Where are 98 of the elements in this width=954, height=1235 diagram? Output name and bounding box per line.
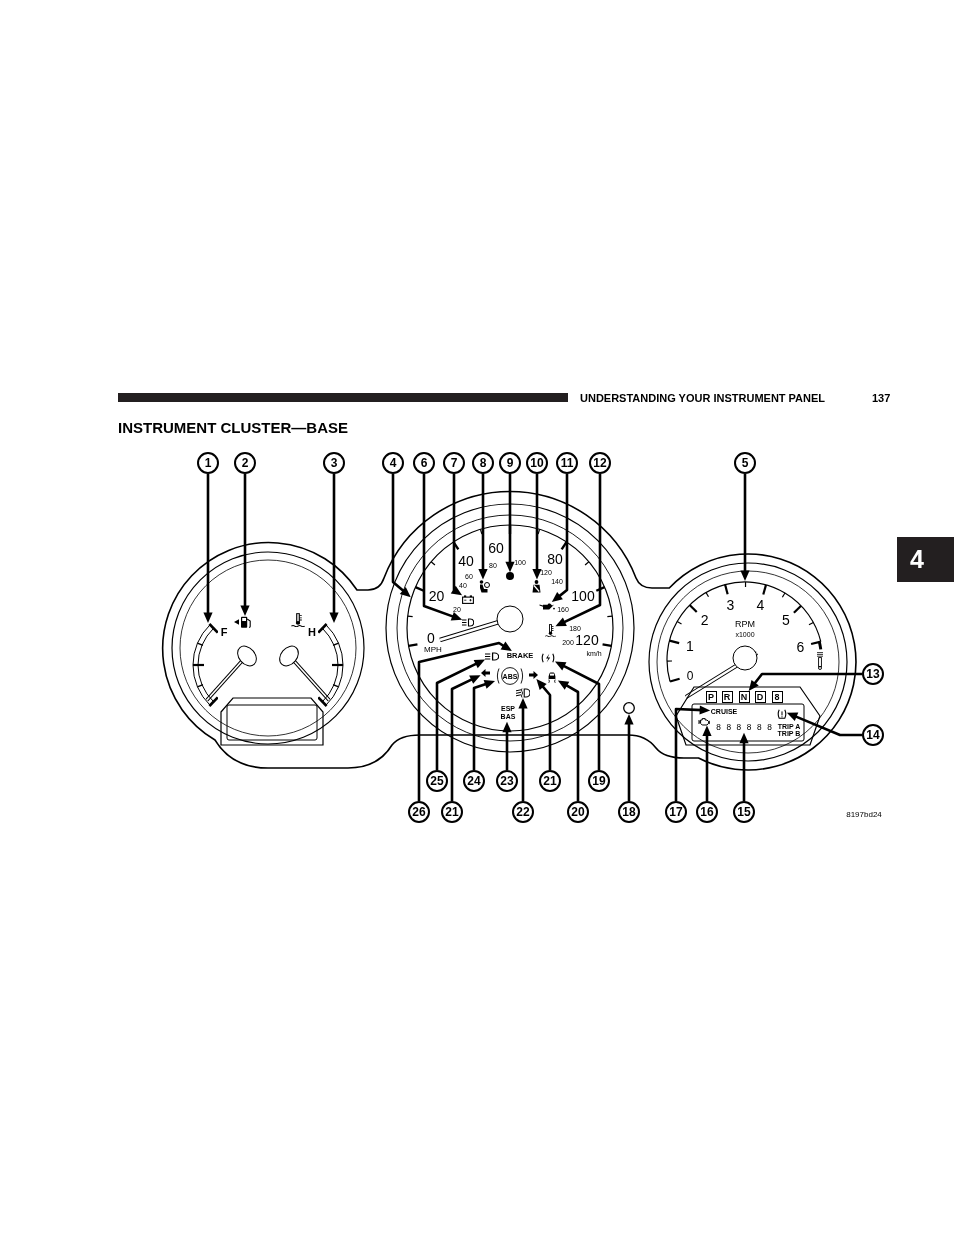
gear-indicator: R: [721, 691, 733, 703]
fuel-gauge-scale: [192, 623, 218, 707]
callout-number: 7: [443, 452, 465, 474]
engine-icon: [698, 716, 710, 726]
fog-lamp-icon: [516, 688, 530, 698]
rpm-number: 6: [796, 639, 805, 654]
speed-number: 20: [428, 589, 445, 603]
callout-number: 5: [734, 452, 756, 474]
gear-indicator: D: [754, 691, 766, 703]
gear-indicator: N: [738, 691, 750, 703]
callout-number: 15: [733, 801, 755, 823]
callout-number: 2: [234, 452, 256, 474]
thermometer-icon: [544, 623, 556, 637]
leader-line: [201, 471, 215, 625]
callout-number: 21: [441, 801, 463, 823]
leader-line: [435, 657, 488, 772]
speedometer-dial: [406, 524, 614, 732]
rpm-number: 3: [726, 598, 735, 612]
leader-line: [556, 678, 580, 803]
callout-number: 3: [323, 452, 345, 474]
skidding-car-icon: [546, 671, 558, 683]
rpm-number: 5: [782, 613, 790, 628]
unit-label: RPM: [735, 619, 755, 629]
unit-label: MPH: [424, 646, 442, 654]
callout-number: 21: [539, 770, 561, 792]
fuel-pump-icon: [234, 616, 252, 628]
callout-number: 11: [556, 452, 578, 474]
turn-arrow-icon: [480, 669, 490, 677]
callout-number: 13: [862, 663, 884, 685]
leader-line: [553, 659, 601, 772]
lightning-bracket-icon: [541, 653, 555, 663]
leader-line: [472, 678, 497, 772]
speed-number: 100: [571, 589, 595, 603]
rpm-number: 4: [756, 598, 765, 612]
callout-number: 23: [496, 770, 518, 792]
leader-line: [622, 712, 636, 803]
section-title: INSTRUMENT CLUSTER—BASE: [118, 418, 348, 436]
rpm-number: 1: [686, 639, 694, 653]
leader-line: [417, 639, 514, 803]
rpm-number: 2: [700, 613, 709, 627]
leader-line: [738, 472, 752, 583]
callout-number: 8: [472, 452, 494, 474]
indicator-dot: [506, 572, 514, 580]
leader-line: [549, 472, 569, 605]
leader-line: [516, 696, 530, 803]
speed-number: 120: [575, 633, 599, 647]
headlamp-icon: [462, 617, 474, 627]
callout-number: 18: [618, 801, 640, 823]
odometer-digits: 8 8 8 8 8 8: [715, 723, 773, 733]
gear-indicator: P: [705, 691, 717, 703]
tire-pressure-icon: [777, 709, 787, 719]
scale-letter: H: [308, 626, 316, 638]
leader-line: [534, 677, 552, 772]
callout-number: 25: [426, 770, 448, 792]
battery-icon: [462, 594, 474, 604]
callout-number: 20: [567, 801, 589, 823]
figure-code: 8197bd24: [846, 811, 882, 819]
callout-number: 6: [413, 452, 435, 474]
leader-line: [746, 672, 864, 693]
speed-number: 60: [488, 541, 504, 555]
callout-number: 4: [382, 452, 404, 474]
section-tab: 4: [897, 537, 954, 582]
leader-line: [448, 472, 464, 598]
temperature-gauge-scale: [318, 623, 344, 707]
rpm-number: 0: [686, 670, 694, 682]
callout-number: 1: [197, 452, 219, 474]
callout-number: 22: [512, 801, 534, 823]
speed-number: 80: [547, 552, 563, 566]
airbag-icon: [478, 579, 490, 593]
callout-number: 9: [499, 452, 521, 474]
running-header: UNDERSTANDING YOUR INSTRUMENT PANEL: [580, 392, 826, 404]
callout-number: 17: [665, 801, 687, 823]
leader-line: [450, 673, 483, 803]
tachometer-scale: [666, 581, 823, 683]
leader-line: [553, 472, 602, 629]
callout-number: 26: [408, 801, 430, 823]
leader-line: [238, 471, 252, 618]
speed-number: 40: [458, 554, 474, 568]
turn-arrow-icon: [528, 671, 538, 679]
callout-number: 10: [526, 452, 548, 474]
page-number: 137: [872, 392, 891, 404]
callout-number: 19: [588, 770, 610, 792]
callout-number: 14: [862, 724, 884, 746]
oil-can-icon: [539, 602, 555, 610]
callout-number: 24: [463, 770, 485, 792]
speed-number: 0: [427, 631, 435, 645]
leader-line: [674, 703, 713, 803]
callout-number: 16: [696, 801, 718, 823]
knob: [623, 702, 635, 714]
leader-line: [327, 471, 341, 625]
gear-indicator: 8: [771, 691, 783, 703]
callout-number: 12: [589, 452, 611, 474]
scale-letter: F: [220, 626, 228, 638]
headlamp-icon: [485, 651, 499, 661]
seatbelt-icon: [530, 579, 542, 593]
leader-line: [422, 472, 465, 623]
leader-line: [700, 723, 714, 803]
leader-line: [391, 472, 413, 600]
